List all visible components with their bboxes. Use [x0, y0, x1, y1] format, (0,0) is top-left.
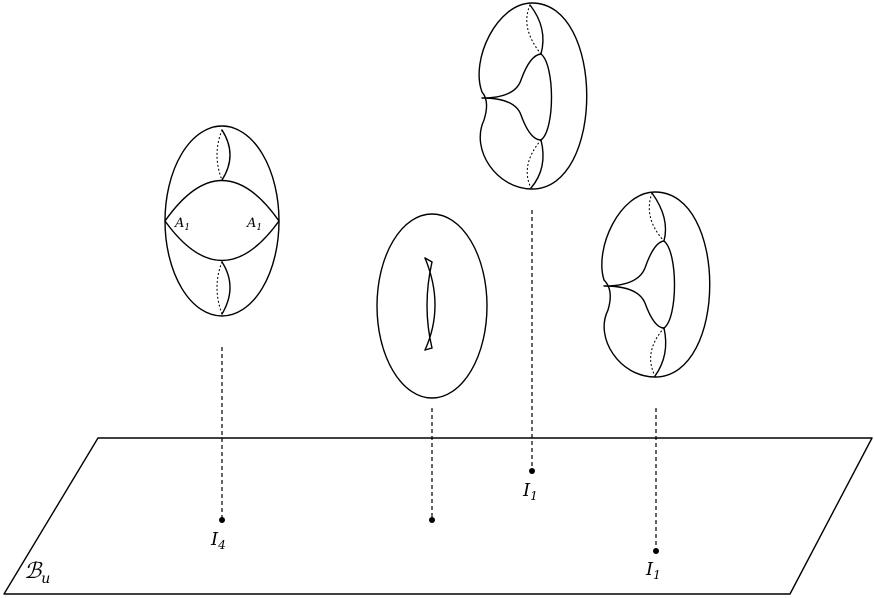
fiber-i1-right-label: I1 [645, 559, 661, 582]
fiber-smooth [376, 213, 488, 399]
fiber-i1-top-label: I1 [522, 480, 538, 503]
fiber-i1-top-lower-cycle [530, 139, 544, 189]
fiber-i1-top-base-point [529, 468, 535, 474]
fiber-i4: A1 A1 [164, 125, 280, 317]
fiber-i4-upper-cycle-hidden [216, 129, 223, 181]
fiber-smooth-hole-outer [424, 257, 436, 351]
fiber-i4-a1-right-label: A1 [246, 216, 262, 233]
fiber-i1-right-upper-cycle-hidden [648, 192, 665, 242]
fiber-i1-right-lower-cycle-hidden [650, 327, 665, 377]
fiber-i1-top [478, 2, 588, 190]
fiber-i4-lower-cycle [221, 261, 231, 315]
fiber-i4-base-point [219, 517, 225, 523]
base-plane [3, 437, 873, 595]
fiber-i1-right-upper-cycle [651, 192, 667, 242]
fiber-i4-label: I4 [210, 529, 226, 552]
fiber-i1-top-outline [478, 2, 588, 190]
fiber-i1-right-base-point [653, 548, 659, 554]
fiber-smooth-outline [376, 213, 488, 399]
fiber-smooth-hole-tip-top [424, 257, 433, 263]
fiber-smooth-base-point [429, 517, 435, 523]
fiber-i1-right-lower-cycle [654, 327, 667, 377]
fiber-smooth-hole-inner [426, 261, 433, 349]
fiber-i1-top-upper-cycle-hidden [526, 4, 542, 55]
fiber-i1-top-lower-cycle-hidden [526, 139, 542, 189]
base-label: ℬu [24, 559, 50, 587]
fiber-i4-pinch-curve [164, 179, 280, 261]
fiber-i1-right-inner [603, 240, 676, 329]
fiber-i1-right [601, 191, 711, 378]
fiber-i4-upper-cycle [221, 129, 231, 181]
fiber-i4-lower-cycle-hidden [216, 261, 223, 315]
fiber-i1-right-outline [601, 191, 711, 378]
fiber-smooth-hole-tip-bottom [424, 347, 433, 351]
fiber-i1-top-inner [481, 53, 553, 141]
fiber-i4-a1-left-label: A1 [174, 216, 190, 233]
fiber-i1-top-upper-cycle [529, 4, 544, 55]
